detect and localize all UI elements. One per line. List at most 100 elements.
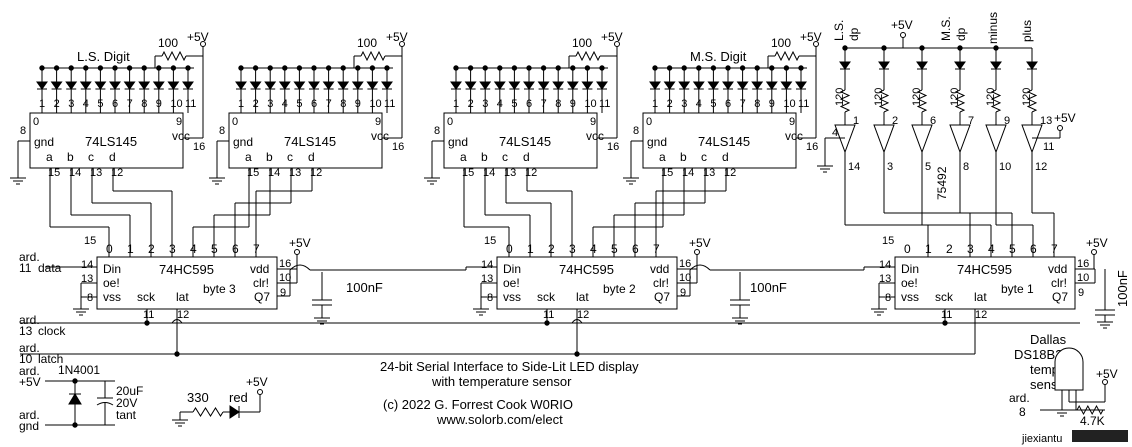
- decoder-output-pin: 7: [127, 98, 133, 110]
- decoder-output-pin: 4: [696, 98, 702, 110]
- decoder-output-pin: 1: [39, 98, 45, 110]
- junction-dot: [282, 65, 288, 71]
- led: [235, 81, 247, 90]
- resistor-value: 100: [771, 36, 791, 50]
- sr-vss-pin: 8: [87, 292, 93, 304]
- junction-dot: [783, 65, 790, 71]
- led: [450, 81, 462, 90]
- caption-title: 24-bit Serial Interface to Side-Lit LED …: [380, 359, 639, 374]
- sr-sck-label: sck: [137, 290, 156, 304]
- driver-input-pin: 6: [930, 115, 936, 127]
- driver-input-pin: 1: [853, 115, 859, 127]
- decoder-chip: [29, 112, 184, 169]
- decoder-input-a: a: [46, 150, 53, 164]
- junction-dot: [267, 65, 273, 71]
- junction-dot: [384, 65, 390, 71]
- decoder-input-pin: 13: [289, 167, 301, 179]
- resistor: [575, 50, 601, 62]
- led-color: red: [229, 390, 248, 405]
- junction-dot: [97, 65, 104, 71]
- decoder-output-pin: 10: [369, 98, 381, 110]
- decoder-output-pin: 1: [453, 98, 459, 110]
- decoder-output-pin: 7: [326, 98, 332, 110]
- copyright: (c) 2022 G. Forrest Cook W0RIO: [383, 397, 573, 412]
- shift-register-chip: [496, 256, 678, 310]
- sensor-desc: temp.: [1030, 362, 1063, 377]
- decoder-input-c: c: [88, 150, 94, 164]
- decoder-output-pin: 2: [667, 98, 673, 110]
- ground-symbol: [871, 308, 887, 316]
- resistor: [916, 89, 928, 113]
- junction-dot: [526, 65, 532, 71]
- decoder-input-pin: 14: [682, 167, 694, 179]
- decoder-output-pin: 2: [468, 98, 474, 110]
- junction-dot: [296, 65, 303, 71]
- resistor-value: 120: [834, 88, 846, 106]
- ground-symbol: [209, 177, 225, 185]
- sr-q7s-pin: 9: [280, 287, 286, 299]
- sr-lat-pin: 12: [177, 309, 189, 321]
- junction-dot: [739, 65, 746, 71]
- supply-label: +5V: [800, 30, 822, 44]
- driver-input-pin: 2: [892, 115, 898, 127]
- decoder-gnd-label: gnd: [34, 135, 54, 149]
- sr-chip-name: 74HC595: [159, 262, 214, 277]
- decoupling-capacitor: [730, 272, 750, 325]
- ground-symbol: [314, 317, 330, 325]
- junction-dot: [599, 65, 605, 71]
- sr-sck-label: sck: [537, 290, 556, 304]
- decoder-gnd-pin: 8: [20, 125, 26, 137]
- sr-vss-label: vss: [901, 290, 919, 304]
- driver-output-pin: 14: [848, 161, 860, 173]
- junction-dot: [942, 320, 948, 326]
- led: [508, 81, 521, 90]
- junction-dot: [311, 65, 317, 71]
- decoder-output-pin: 4: [497, 98, 503, 110]
- decoder-output-pin: 9: [769, 98, 775, 110]
- supply-label: +5V: [601, 30, 623, 44]
- decoder-output-pin: 10: [584, 98, 596, 110]
- sr-q0-pin: 15: [84, 235, 96, 247]
- ground-symbol: [424, 177, 440, 185]
- decoder-output-pin: 6: [311, 98, 317, 110]
- resistor: [839, 89, 851, 113]
- sr-clr-pin: 10: [679, 272, 691, 284]
- junction-dot: [72, 422, 78, 428]
- junction-dot: [696, 65, 702, 71]
- decoder-output-pin: 1: [238, 98, 244, 110]
- decoder-input-pin: 12: [525, 167, 537, 179]
- decoder-output-pin: 2: [54, 98, 60, 110]
- decoder-input-pin: 14: [268, 167, 280, 179]
- terminal: [257, 389, 263, 395]
- resistor: [360, 50, 386, 62]
- driver-output-pin: 12: [1035, 161, 1047, 173]
- resistor: [1026, 89, 1038, 113]
- capacitor: [730, 299, 750, 306]
- arduino-label: ard.: [1009, 391, 1030, 405]
- led: [990, 61, 1002, 70]
- decoder-output-pin: 11: [185, 98, 196, 110]
- terminal: [294, 249, 300, 255]
- led: [36, 81, 48, 90]
- decoder-output-pin: 10: [783, 98, 795, 110]
- decoder-input-pin: 15: [247, 167, 259, 179]
- decoder-input-b: b: [680, 150, 687, 164]
- driver-output-pin: 8: [963, 161, 969, 173]
- led: [523, 81, 535, 90]
- cap-value-3: 100nF: [346, 280, 383, 295]
- decoder-input-d: d: [523, 150, 530, 164]
- decoder-gnd-label: gnd: [233, 135, 253, 149]
- decoder-pin-0: 0: [33, 116, 39, 128]
- decoder-input-a: a: [460, 150, 467, 164]
- decoder-output-pin: 11: [798, 98, 809, 110]
- resistor-value: 330: [187, 390, 209, 405]
- resistor-value: 100: [357, 36, 377, 50]
- led: [581, 81, 594, 90]
- sr-vdd-pin: 16: [279, 258, 291, 270]
- sr-oe-label: oe!: [503, 276, 520, 290]
- cap-type: tant: [116, 408, 137, 422]
